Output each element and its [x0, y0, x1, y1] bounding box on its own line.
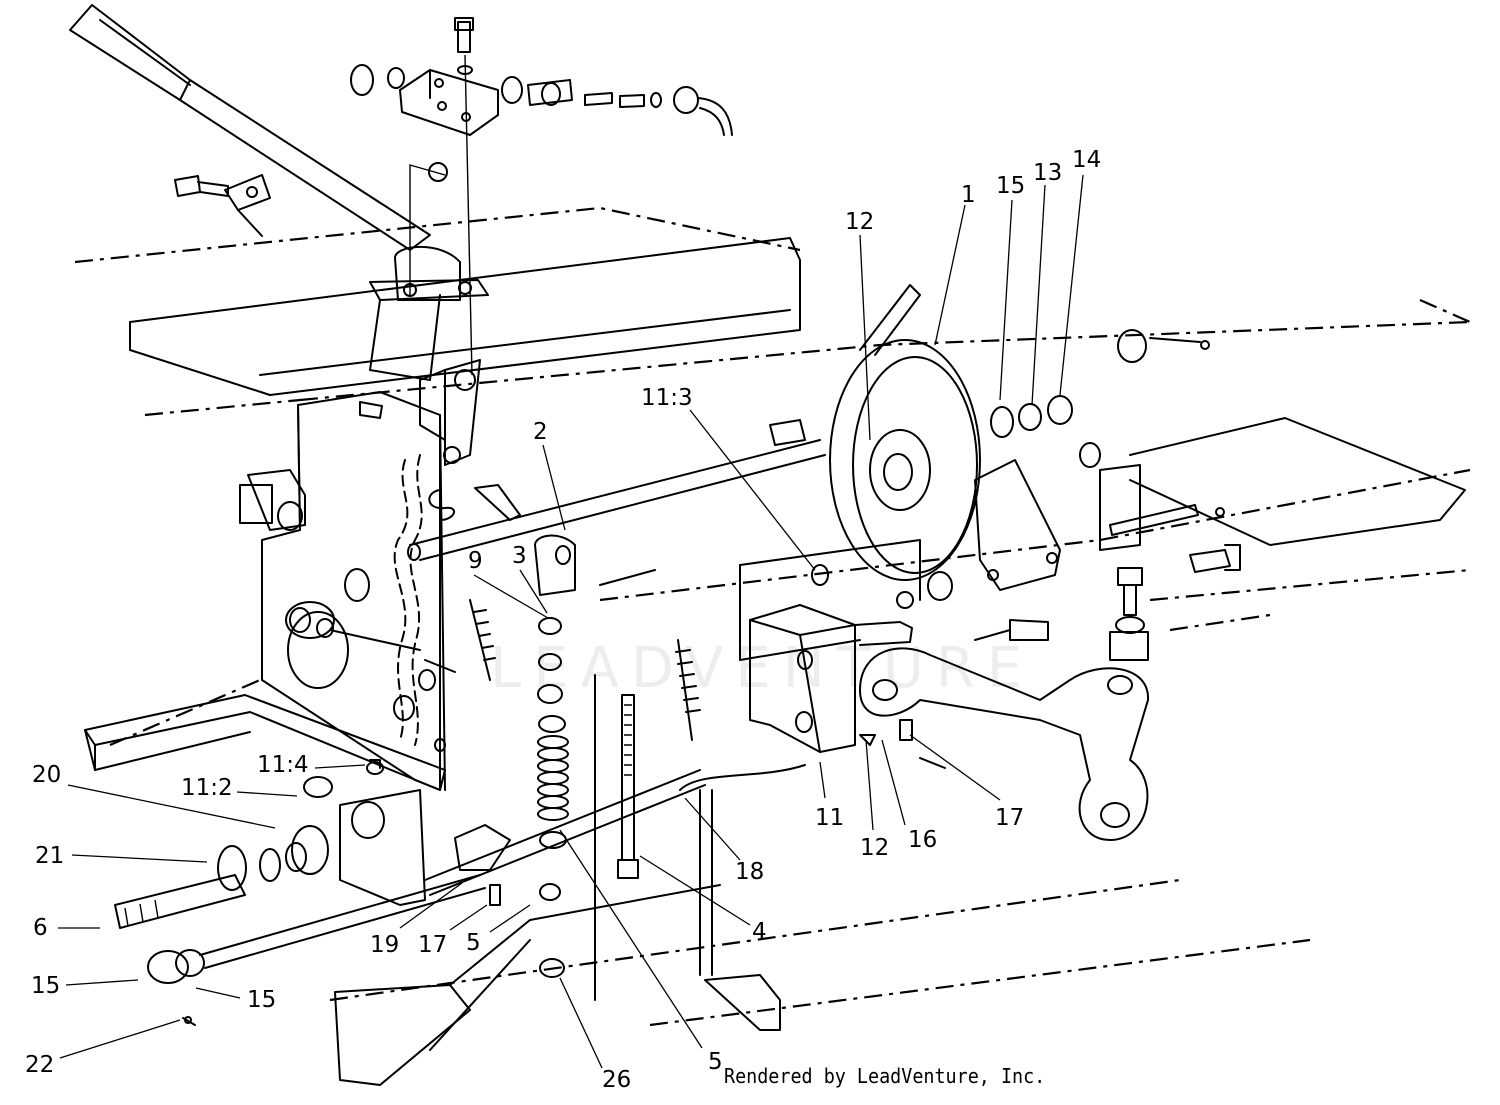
callout-17b: 17	[995, 805, 1024, 831]
assembly-leaders	[409, 54, 473, 376]
spindle-bolt-stack	[1109, 567, 1149, 661]
tension-springs	[469, 599, 701, 741]
callout-6: 6	[33, 915, 48, 941]
callout-22: 22	[25, 1052, 54, 1078]
fittings	[366, 419, 914, 906]
lower-frame	[329, 789, 1311, 1086]
callout-5b: 5	[708, 1049, 723, 1075]
callout-14: 14	[1072, 147, 1101, 173]
hand-lever	[69, 4, 489, 381]
callout-13: 13	[1033, 160, 1062, 186]
callout-labels: 1 15 13 14 12 11:3 2 9 3 11:4 20 11:2 21…	[25, 147, 1101, 1093]
render-credit: Rendered by LeadVenture, Inc.	[724, 1064, 1046, 1088]
pivot-block	[749, 604, 913, 753]
callout-4: 4	[752, 919, 767, 945]
callout-16: 16	[908, 827, 937, 853]
idler-bracket	[927, 459, 1061, 601]
callout-26: 26	[602, 1067, 631, 1093]
callout-2: 2	[533, 419, 548, 445]
upper-frame-outline	[74, 206, 1471, 632]
cable-bracket-hardware	[350, 17, 733, 136]
spring-stack	[537, 617, 569, 978]
top-channel-plate	[129, 237, 801, 396]
transmission-housing	[239, 391, 456, 791]
callout-5: 5	[466, 930, 481, 956]
callout-9: 9	[468, 548, 483, 574]
lower-left-channel	[84, 678, 446, 791]
callout-15: 15	[996, 173, 1025, 199]
right-rail	[1079, 417, 1466, 573]
s-hook	[428, 489, 455, 521]
callout-12: 12	[845, 209, 874, 235]
callout-15c: 15	[247, 987, 276, 1013]
adjuster-frame	[594, 539, 921, 1001]
callout-15b: 15	[31, 973, 60, 999]
pulley-hardware	[990, 329, 1210, 438]
watermark: LEADVENTURE	[490, 636, 1035, 701]
callout-20: 20	[32, 762, 61, 788]
callout-18: 18	[735, 859, 764, 885]
rod-guide-bracket	[534, 534, 576, 596]
callout-17: 17	[418, 932, 447, 958]
callout-11-2: 11:2	[181, 775, 233, 801]
callout-12b: 12	[860, 835, 889, 861]
callout-11-3: 11:3	[641, 385, 693, 411]
control-arm	[419, 359, 481, 466]
callout-11: 11	[815, 805, 844, 831]
input-shaft-assembly	[114, 776, 486, 1026]
pivot-bolt-left	[174, 174, 271, 237]
callout-11-4: 11:4	[257, 752, 309, 778]
cross-shaft	[407, 439, 826, 561]
pulley	[829, 284, 981, 581]
callout-19: 19	[370, 932, 399, 958]
callout-21: 21	[35, 843, 64, 869]
callout-leaders	[58, 174, 1084, 1069]
housing-break-lines	[393, 454, 423, 746]
steering-arm	[859, 619, 1150, 841]
long-bolt	[617, 694, 639, 879]
callout-3: 3	[512, 543, 527, 569]
callout-1: 1	[961, 182, 976, 208]
